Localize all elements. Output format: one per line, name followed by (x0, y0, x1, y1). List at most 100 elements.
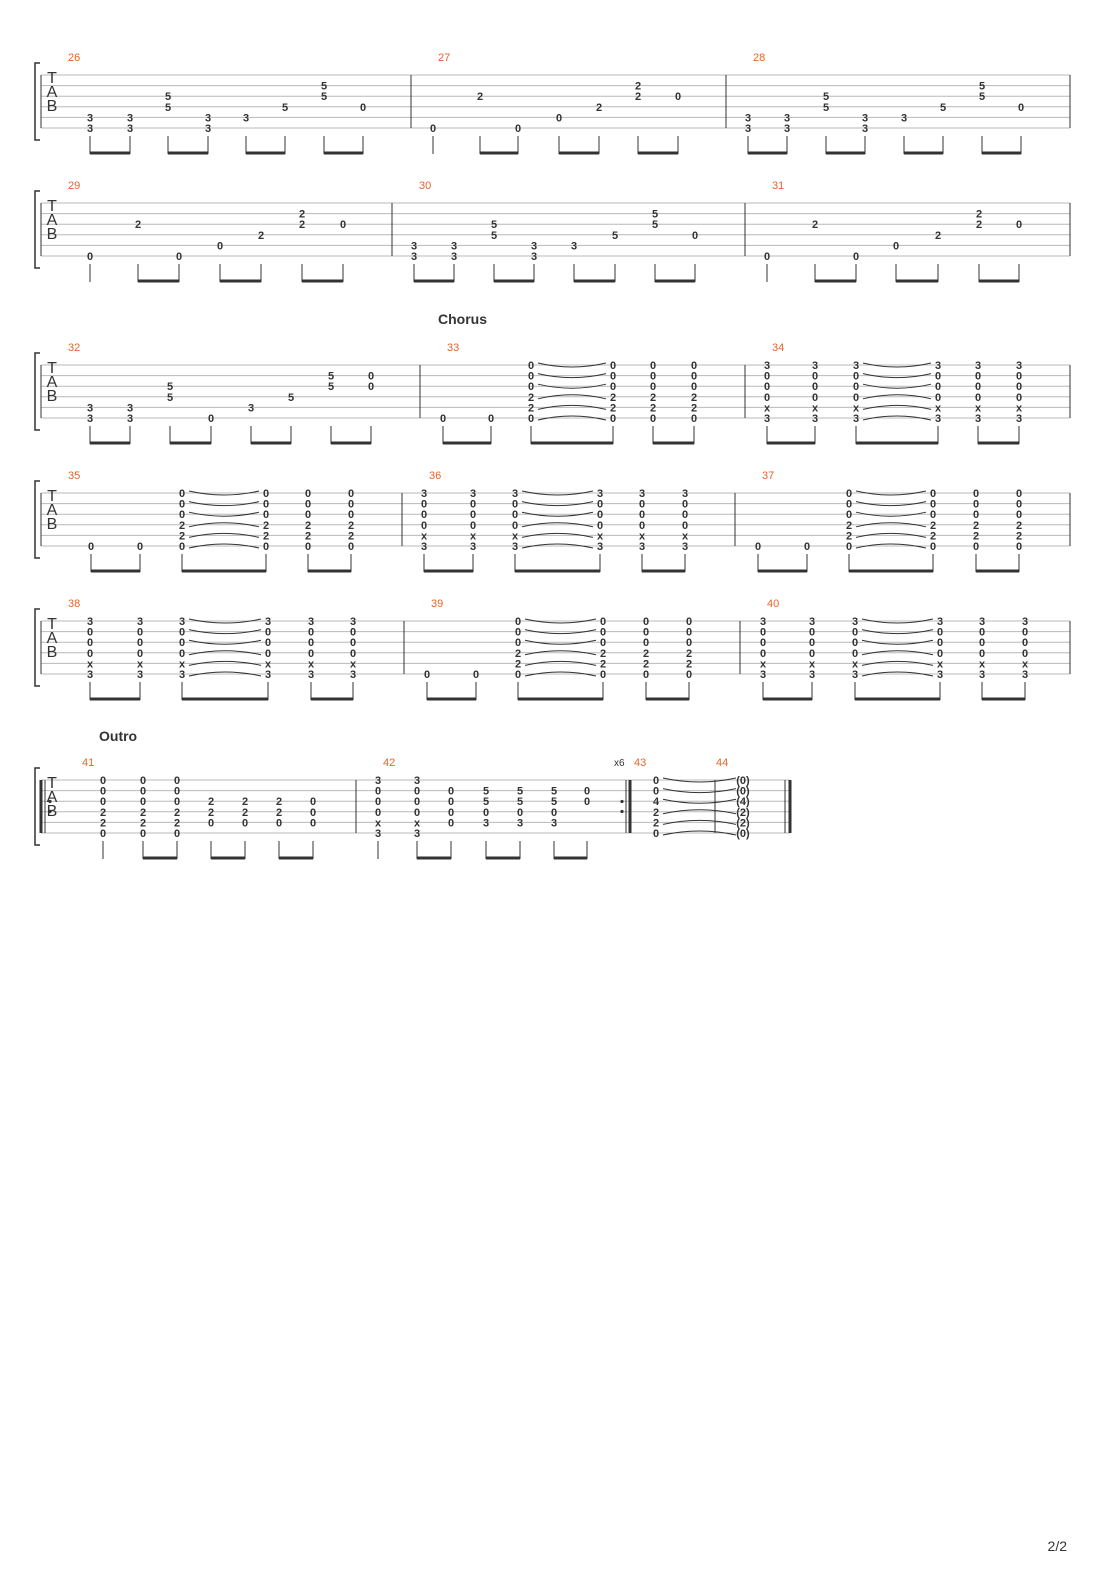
fret-number: 0 (421, 520, 427, 532)
fret-number: 0 (691, 371, 697, 383)
fret-number: 0 (528, 381, 534, 393)
tie-arc (537, 415, 607, 421)
fret-number: 0 (979, 627, 985, 639)
fret-number: 2 (263, 520, 269, 532)
fret-number: 0 (310, 807, 316, 819)
tab-clef-letter: B (47, 516, 58, 533)
fret-number: 3 (1016, 360, 1022, 372)
fret-number: 0 (935, 392, 941, 404)
fret-number: 0 (846, 541, 852, 553)
fret-number: 0 (935, 381, 941, 393)
fret-number: 3 (745, 112, 751, 124)
repeat-dot (620, 799, 624, 804)
fret-number: 3 (764, 413, 770, 425)
tie-arc (521, 501, 594, 507)
fret-number: 2 (348, 530, 354, 542)
fret-number: 2 (650, 402, 656, 414)
fret-number: 3 (597, 488, 603, 500)
measure-number: 30 (419, 180, 431, 192)
tie-arc (537, 394, 607, 400)
fret-number: 2 (263, 530, 269, 542)
fret-number: 0 (308, 637, 314, 649)
measure-number: 38 (68, 598, 80, 610)
tie-arc (855, 543, 927, 549)
fret-number: 0 (375, 796, 381, 808)
tie-arc (855, 501, 927, 507)
fret-number: 0 (87, 637, 93, 649)
tab-clef-letter: A (47, 502, 58, 519)
fret-number: 2 (276, 796, 282, 808)
fret-number: 0 (174, 786, 180, 798)
fret-number: 3 (901, 112, 907, 124)
fret-number: 0 (600, 669, 606, 681)
fret-number: 0 (1022, 637, 1028, 649)
fret-number: 3 (127, 123, 133, 135)
fret-number: 4 (653, 796, 660, 808)
fret-number: 3 (764, 360, 770, 372)
fret-number: 3 (597, 541, 603, 553)
fret-number: 0 (853, 251, 859, 263)
fret-number: 0 (600, 627, 606, 639)
fret-number: 0 (140, 775, 146, 787)
fret-number: 3 (308, 669, 314, 681)
fret-number: 2 (653, 807, 659, 819)
fret-number: 0 (100, 786, 106, 798)
fret-number: x (764, 402, 771, 414)
fret-number: 2 (650, 392, 656, 404)
fret-number: 0 (1016, 499, 1022, 511)
fret-number: 5 (652, 209, 658, 221)
fret-number: 0 (179, 627, 185, 639)
fret-number: 0 (682, 509, 688, 521)
fret-number: 0 (265, 648, 271, 660)
fret-number: (2) (736, 807, 750, 819)
fret-number: 2 (610, 392, 616, 404)
fret-number: 0 (551, 807, 557, 819)
fret-number: 2 (305, 520, 311, 532)
fret-number: 0 (265, 637, 271, 649)
fret-number: 3 (1022, 669, 1028, 681)
fret-number: 0 (650, 413, 656, 425)
tie-arc (862, 362, 932, 368)
fret-number: 0 (421, 499, 427, 511)
fret-number: x (809, 658, 816, 670)
fret-number: 5 (167, 381, 173, 393)
fret-number: 0 (448, 796, 454, 808)
tie-arc (521, 511, 594, 517)
tie-arc (188, 532, 260, 538)
fret-number: 2 (258, 230, 264, 242)
fret-number: 3 (1016, 413, 1022, 425)
fret-number: 0 (488, 413, 494, 425)
fret-number: 0 (973, 541, 979, 553)
fret-number: 2 (299, 209, 305, 221)
fret-number: 0 (600, 616, 606, 628)
fret-number: 0 (263, 541, 269, 553)
fret-number: 0 (973, 488, 979, 500)
fret-number: 3 (87, 616, 93, 628)
fret-number: x (179, 658, 186, 670)
fret-number: 0 (1016, 219, 1022, 231)
fret-number: 0 (528, 360, 534, 372)
fret-number: (0) (736, 786, 750, 798)
fret-number: 0 (937, 648, 943, 660)
tie-arc (861, 629, 934, 635)
fret-number: x (1016, 402, 1023, 414)
tie-arc (861, 660, 934, 666)
fret-number: 3 (809, 669, 815, 681)
fret-number: 3 (87, 402, 93, 414)
fret-number: 0 (610, 381, 616, 393)
fret-number: 3 (639, 541, 645, 553)
fret-number: 3 (205, 112, 211, 124)
fret-number: 0 (846, 488, 852, 500)
fret-number: 5 (288, 392, 294, 404)
fret-number: 0 (179, 541, 185, 553)
fret-number: 0 (528, 371, 534, 383)
fret-number: 0 (650, 381, 656, 393)
system-bracket (34, 190, 40, 269)
fret-number: 2 (179, 530, 185, 542)
tab-clef-letter: A (47, 84, 58, 101)
fret-number: 0 (448, 817, 454, 829)
tie-arc (521, 543, 594, 549)
